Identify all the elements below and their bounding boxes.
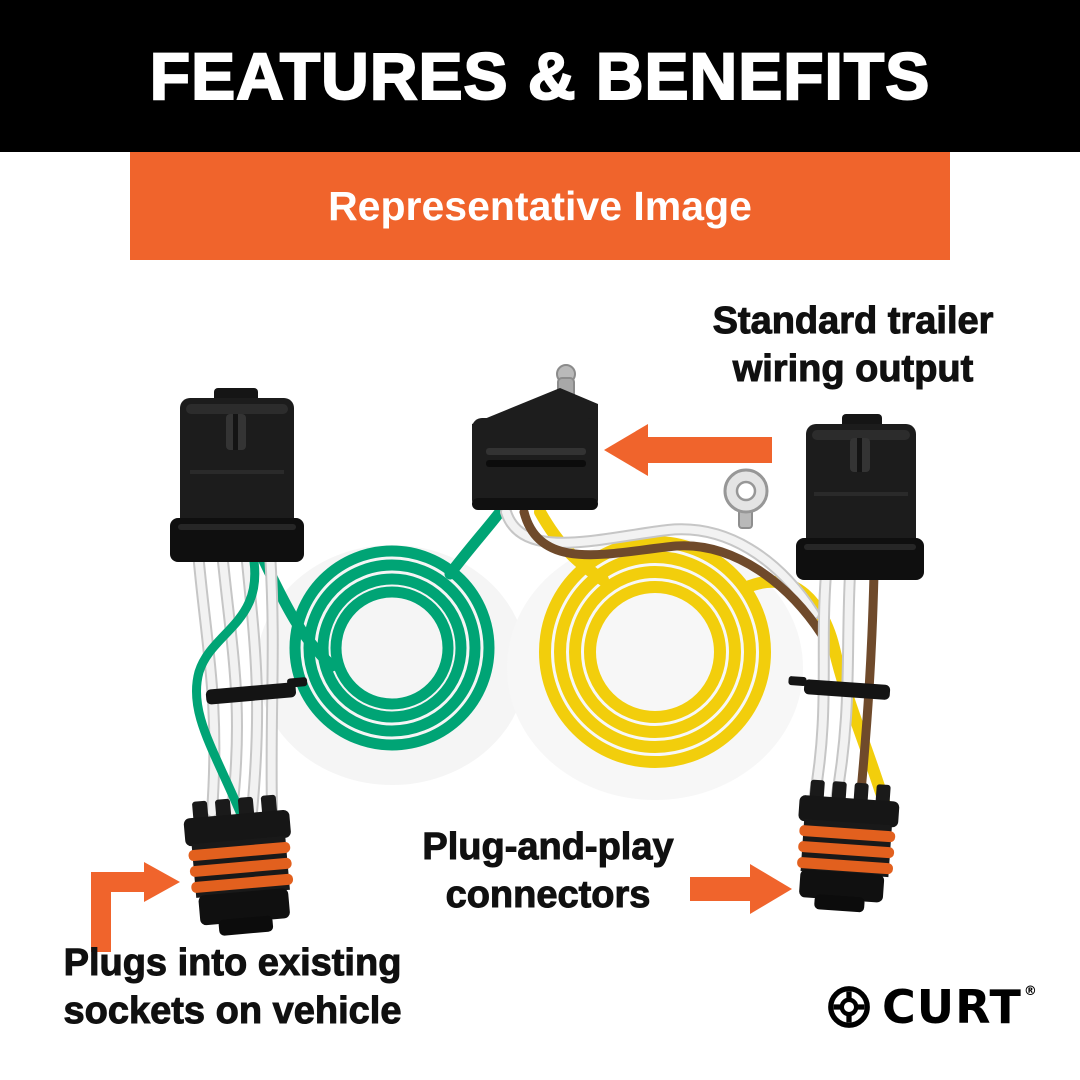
- curt-logo-icon: [828, 986, 870, 1028]
- vehicle-socket-connector-left: [170, 388, 304, 562]
- flat4-trailer-output-connector: [472, 364, 598, 510]
- caption-line: Plugs into existing: [63, 942, 402, 985]
- cable-tie-left: [205, 677, 308, 705]
- left-wire-bundle: [191, 545, 279, 818]
- cable-tie-right: [788, 676, 891, 700]
- curt-logo: CURT ®: [826, 980, 1038, 1034]
- caption-standard-trailer-wiring-output: Standard trailer wiring output: [688, 298, 1018, 393]
- caption-line: sockets on vehicle: [63, 989, 402, 1032]
- green-wire-coil: [252, 506, 506, 751]
- arrow-plugs-into-icon: [91, 862, 180, 952]
- banner-label: Representative Image: [328, 182, 752, 229]
- page-title: FEATURES & BENEFITS: [149, 38, 931, 114]
- caption-plugs-into-existing-sockets: Plugs into existing sockets on vehicle: [35, 940, 430, 1035]
- ring-terminal: [723, 468, 769, 529]
- caption-line: Plug-and-play: [422, 826, 674, 869]
- vehicle-socket-connector-right: [796, 414, 924, 580]
- caption-line: wiring output: [732, 347, 974, 390]
- arrow-plug-and-play-icon: [690, 864, 792, 914]
- brand-name: CURT: [882, 980, 1022, 1034]
- representative-image-banner: Representative Image: [130, 152, 950, 260]
- plug-connector-left: [183, 794, 294, 936]
- curt-brand-text: CURT ®: [882, 980, 1038, 1034]
- caption-line: connectors: [445, 873, 651, 916]
- arrow-standard-output-icon: [604, 424, 772, 476]
- plug-connector-right: [797, 779, 900, 913]
- output-connector-wires: [500, 506, 829, 643]
- header-bar: FEATURES & BENEFITS: [0, 0, 1080, 152]
- caption-plug-and-play-connectors: Plug-and-play connectors: [398, 824, 698, 919]
- registered-trademark: ®: [1023, 984, 1038, 999]
- yellow-wire-coil: [534, 506, 890, 808]
- caption-line: Standard trailer: [712, 300, 994, 343]
